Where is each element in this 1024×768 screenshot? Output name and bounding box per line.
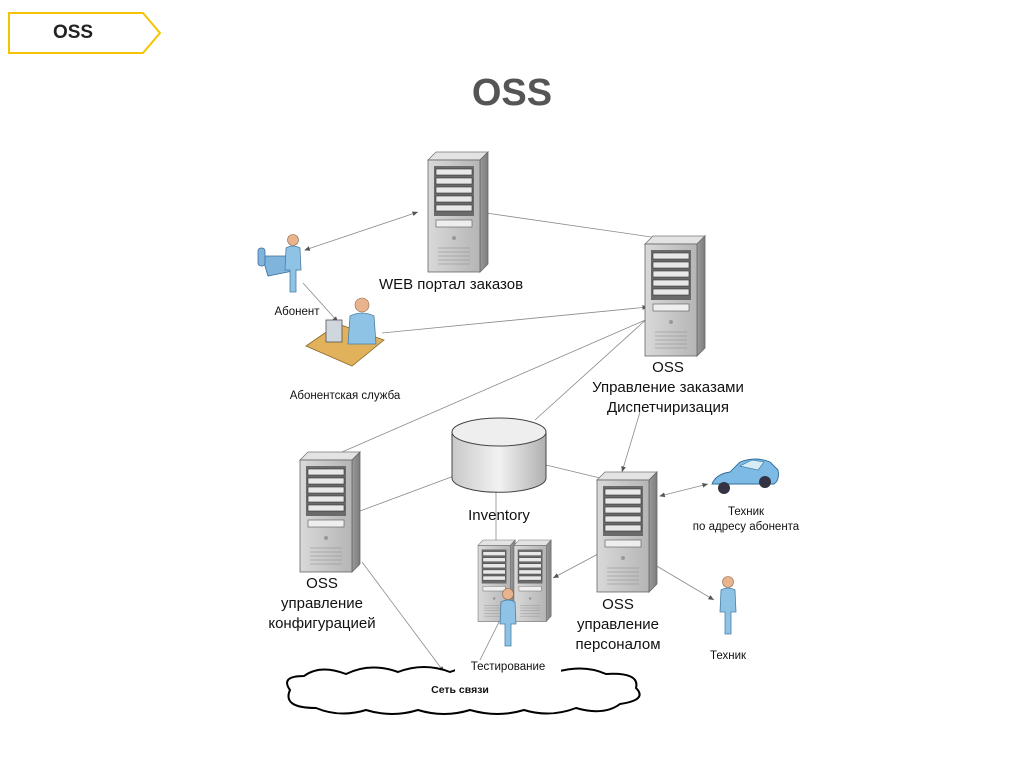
link-config-oss-orders (341, 317, 651, 453)
oss-config-label-line2: управление (280, 595, 364, 612)
network-label: Сеть связи (431, 684, 489, 696)
inventory-label: Inventory (468, 507, 530, 524)
technician-address-line2: по адресу абонента (692, 521, 800, 533)
link-config-network (361, 561, 445, 673)
tag-arrow-shape (8, 12, 161, 54)
oss-orders-label: OSS Управление заказами Диспетчиризация (568, 358, 768, 418)
web-portal-server-icon (427, 151, 489, 273)
oss-config-label-line1: OSS (306, 575, 338, 592)
subscriber-service-label: Абонентская служба (289, 390, 401, 402)
oss-orders-server-icon (644, 235, 706, 357)
link-config-inventory (351, 475, 455, 515)
oss-config-label: OSS управление конфигурацией (252, 574, 392, 634)
oss-config-label-line3: конфигурацией (268, 615, 376, 632)
link-oss-orders-personnel (621, 411, 641, 473)
subscriber-label: Абонент (274, 306, 320, 318)
link-personnel-car (659, 483, 709, 498)
link-service-oss-orders (381, 305, 649, 334)
connection-lines (302, 211, 715, 681)
car-icon (711, 458, 779, 494)
tag-label: OSS (52, 22, 94, 43)
oss-orders-label-line1: OSS (652, 359, 684, 376)
page-title: OSS (471, 72, 553, 114)
technician-address-line1: Техник (727, 506, 765, 518)
link-inventory-personnel (545, 464, 601, 479)
oss-orders-label-line3: Диспетчиризация (606, 399, 730, 416)
link-inventory-oss-orders (534, 315, 651, 421)
link-portal-oss-orders (485, 212, 673, 242)
oss-personnel-label: OSS управление персоналом (556, 595, 680, 655)
oss-personnel-label-line3: персоналом (575, 636, 661, 653)
oss-orders-label-line2: Управление заказами (592, 379, 744, 396)
technician-label: Техник (709, 650, 747, 662)
subscriber-person-icon (284, 234, 302, 293)
link-subscriber-portal (304, 211, 419, 251)
oss-personnel-label-line1: OSS (602, 596, 634, 613)
link-personnel-technician (654, 564, 715, 601)
oss-config-server-icon (299, 451, 361, 573)
link-subscriber-service (302, 282, 339, 323)
section-tag: OSS (8, 12, 161, 54)
oss-personnel-server-icon (596, 471, 658, 593)
technician-address-label: Техник по адресу абонента (676, 505, 816, 535)
testing-server-icon-2 (513, 539, 552, 622)
database-cylinder-icon (451, 417, 547, 493)
testing-label: Тестирование (455, 660, 561, 675)
web-portal-label: WEB портал заказов (378, 276, 524, 293)
link-personnel-testing (552, 553, 599, 579)
oss-personnel-label-line2: управление (576, 616, 660, 633)
technician-person-icon (719, 576, 737, 635)
operator-desk-icon (305, 297, 385, 367)
cloud-icon (286, 666, 641, 715)
